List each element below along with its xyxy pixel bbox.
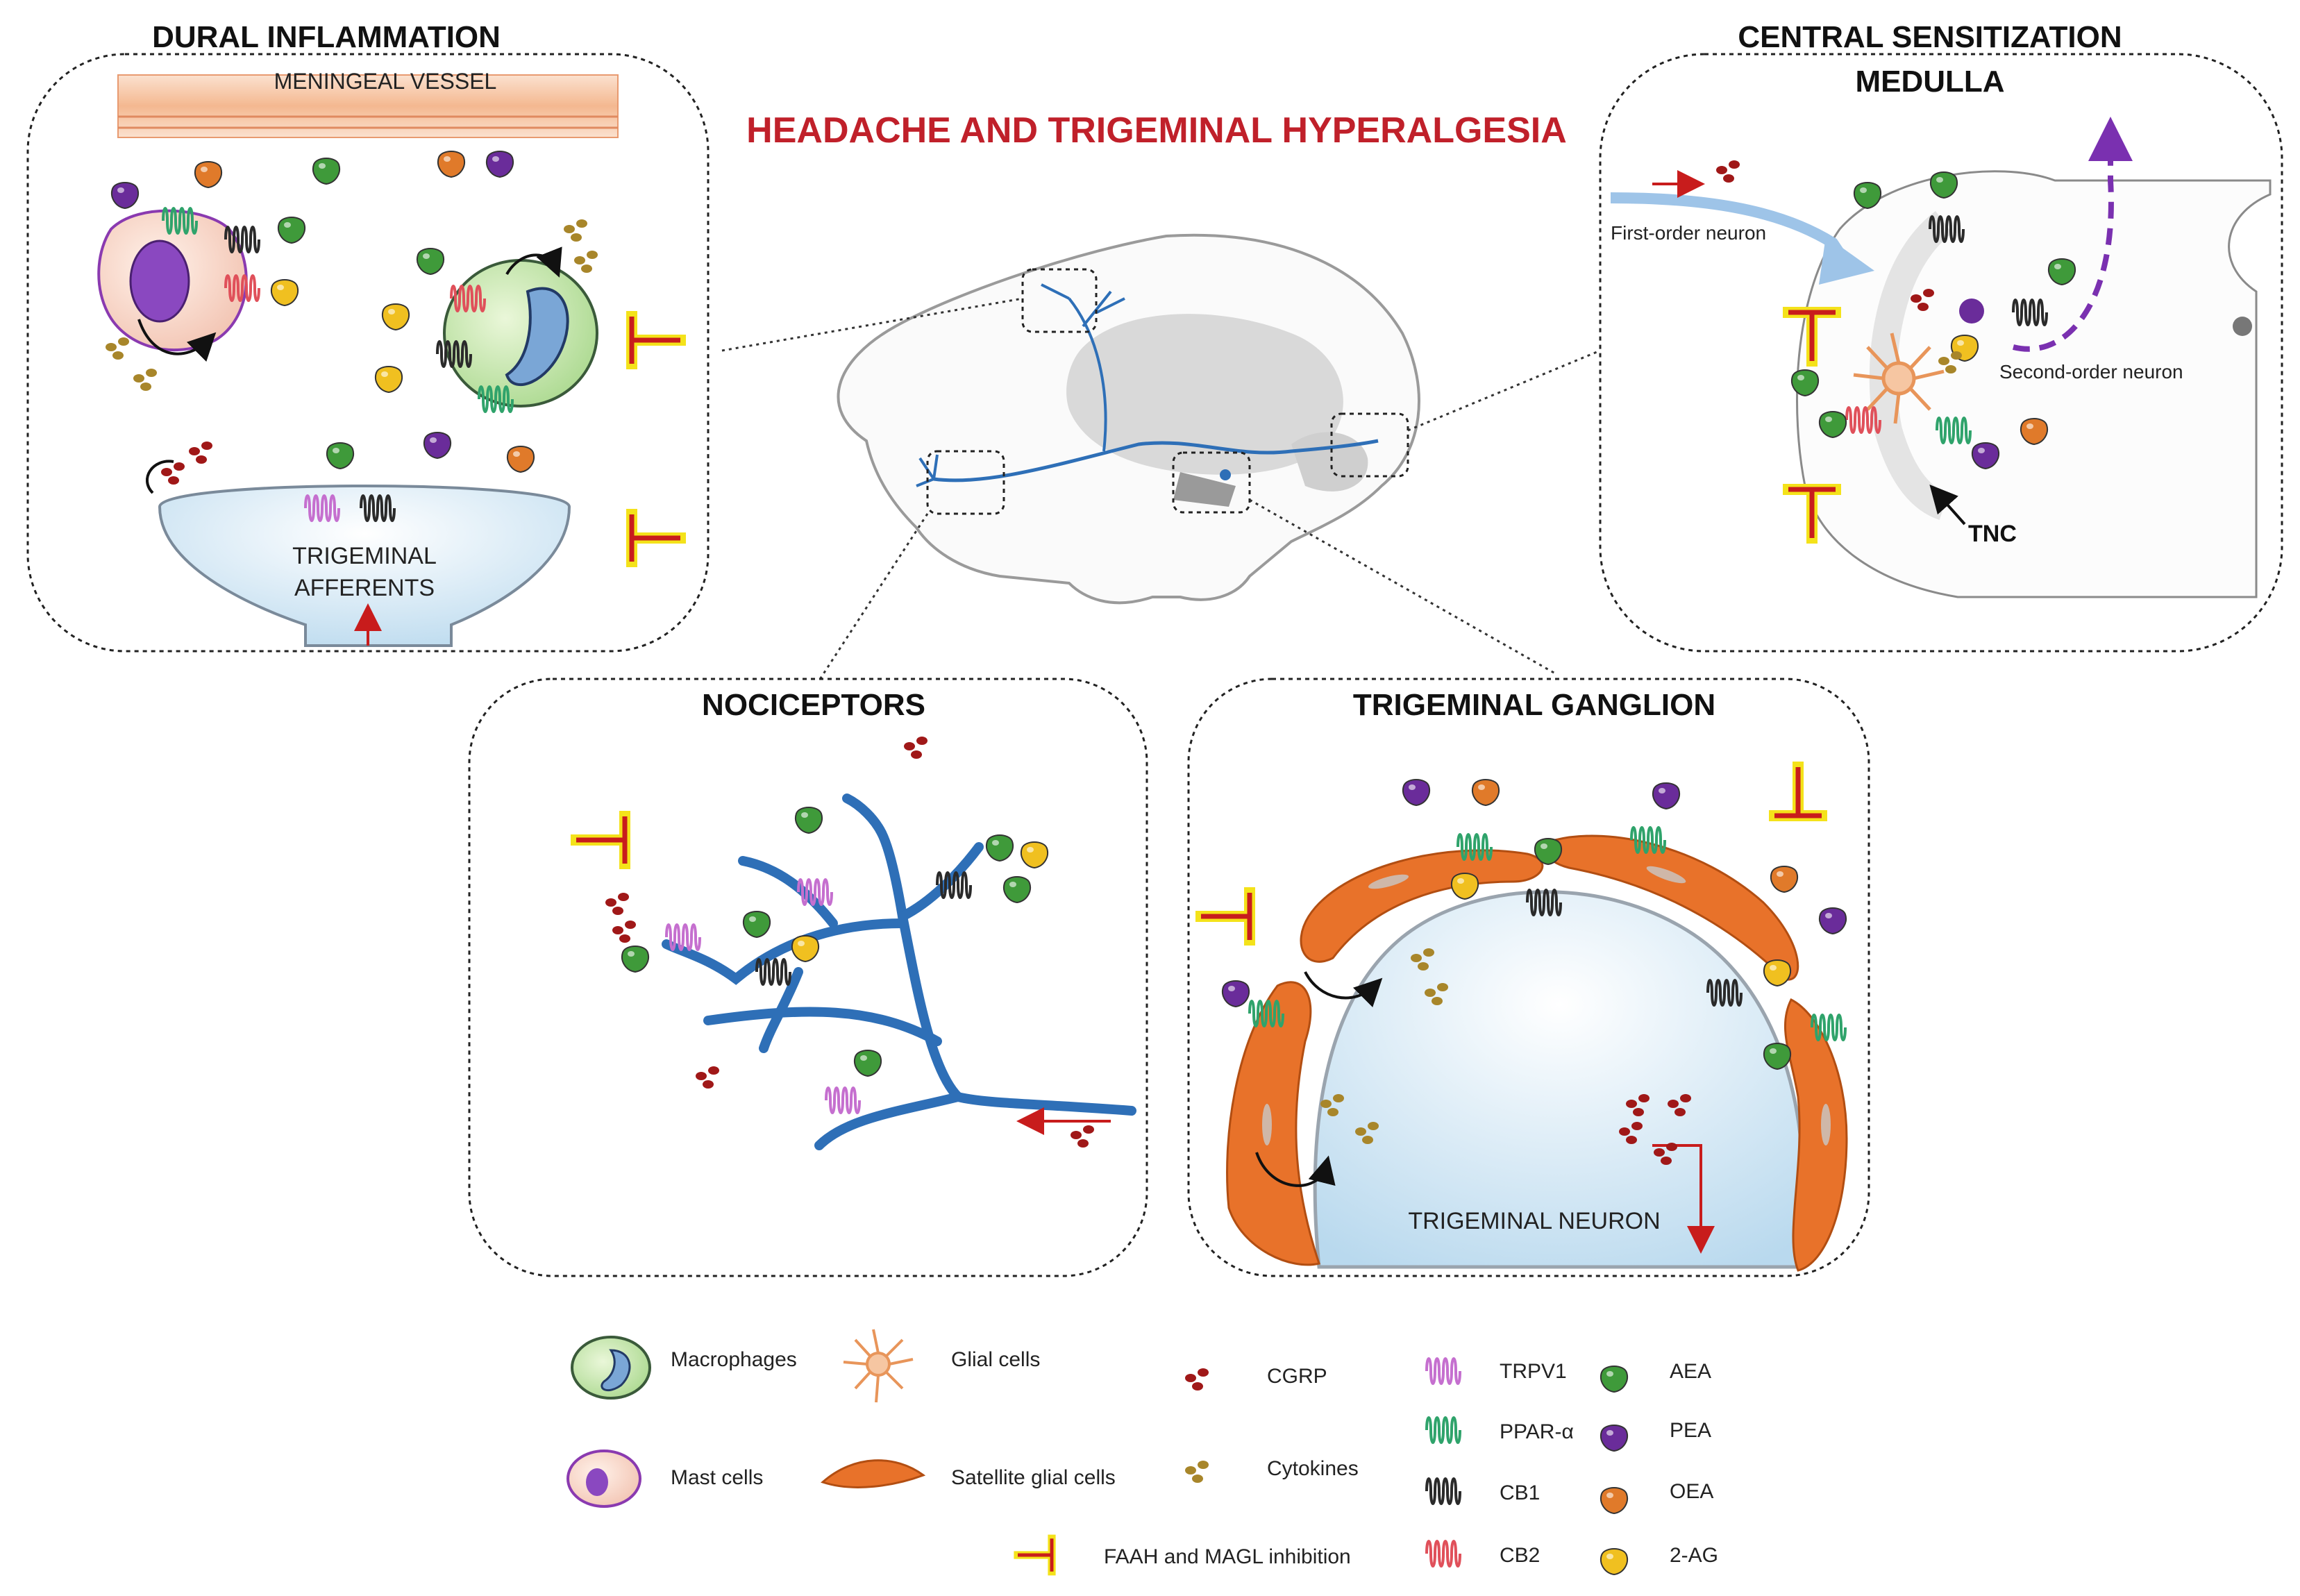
- zoom-box-medulla: [1330, 412, 1409, 478]
- vessel-label: MENINGEAL VESSEL: [274, 69, 497, 94]
- legend-cb2: CB2: [1425, 1540, 1540, 1568]
- svg-text:Satellite glial cells: Satellite glial cells: [951, 1466, 1116, 1489]
- trigeminal-afferents: TRIGEMINAL AFFERENTS: [158, 485, 571, 647]
- legend-2ag: 2-AG: [1600, 1544, 1718, 1575]
- svg-text:OEA: OEA: [1670, 1480, 1713, 1503]
- panel-title-nociceptors: NOCICEPTORS: [702, 688, 925, 722]
- svg-text:TRPV1: TRPV1: [1500, 1360, 1567, 1383]
- legend-trpv1: TRPV1: [1425, 1357, 1567, 1385]
- satellite-glial-cells: [1226, 834, 1848, 1272]
- svg-text:Macrophages: Macrophages: [671, 1348, 797, 1371]
- svg-text:PEA: PEA: [1670, 1419, 1711, 1442]
- legend-ppar: PPAR-α: [1425, 1416, 1574, 1444]
- panel-title-central-1: CENTRAL SENSITIZATION: [1738, 20, 2122, 54]
- svg-text:CB1: CB1: [1500, 1481, 1540, 1504]
- legend-macrophages: Macrophages: [571, 1336, 797, 1400]
- legend-oea: OEA: [1600, 1480, 1713, 1514]
- nociceptor-terminal: [662, 793, 1136, 1150]
- svg-text:AEA: AEA: [1670, 1360, 1711, 1383]
- glial-cell: [1853, 333, 1945, 424]
- panel-title-dural: DURAL INFLAMMATION: [152, 20, 501, 54]
- svg-text:Cytokines: Cytokines: [1267, 1457, 1359, 1480]
- trigeminal-neuron-label: TRIGEMINAL NEURON: [1408, 1208, 1660, 1234]
- panel-central-sensitization: CENTRAL SENSITIZATION MEDULLA First-orde…: [1599, 20, 2283, 653]
- legend-mast-cells: Mast cells: [566, 1450, 763, 1508]
- legend-inhibition: FAAH and MAGL inhibition: [1018, 1538, 1351, 1572]
- svg-text:FAAH and MAGL inhibition: FAAH and MAGL inhibition: [1104, 1545, 1351, 1568]
- connector-lines: [721, 297, 1601, 681]
- first-order-neuron: [1610, 192, 1852, 267]
- afferents-label-1: TRIGEMINAL: [292, 543, 437, 569]
- tnc-label: TNC: [1968, 521, 2017, 547]
- legend-aea: AEA: [1600, 1360, 1711, 1393]
- second-order-label: Second-order neuron: [1999, 361, 2183, 383]
- first-order-label: First-order neuron: [1611, 222, 1766, 244]
- legend-glial-cells: [843, 1329, 914, 1403]
- panel-title-central-2: MEDULLA: [1855, 65, 2004, 99]
- svg-text:CGRP: CGRP: [1267, 1365, 1327, 1388]
- legend-cb1: CB1: [1425, 1477, 1540, 1505]
- legend-satellite-glial-cells: Satellite glial cells: [821, 1459, 1116, 1489]
- afferents-label-2: AFFERENTS: [294, 575, 435, 601]
- mast-cell: [97, 207, 260, 351]
- legend-pea: PEA: [1600, 1419, 1711, 1452]
- second-order-neuron-body: [1959, 299, 1984, 324]
- second-order-pathway: [2013, 117, 2133, 352]
- zoom-box-nociceptors: [926, 450, 1005, 515]
- svg-text:Mast cells: Mast cells: [671, 1466, 763, 1489]
- svg-text:2-AG: 2-AG: [1670, 1544, 1718, 1567]
- svg-text:PPAR-α: PPAR-α: [1500, 1420, 1574, 1443]
- macrophage: [436, 259, 598, 413]
- legend-cgrp: CGRP: [1185, 1365, 1327, 1391]
- panel-title-ganglion: TRIGEMINAL GANGLION: [1353, 688, 1715, 722]
- panel-trigeminal-ganglion: TRIGEMINAL GANGLION TRIGEMINAL NEURON: [1187, 678, 1870, 1277]
- main-title: HEADACHE AND TRIGEMINAL HYPERALGESIA: [746, 110, 1567, 151]
- legend-glial-cells-label: Glial cells: [951, 1348, 1040, 1371]
- panel-nociceptors: NOCICEPTORS: [468, 678, 1148, 1277]
- zoom-box-dura: [1021, 268, 1098, 333]
- legend: Macrophages Mast cells Glial cells Satel…: [566, 1329, 1718, 1575]
- zoom-box-ganglion: [1172, 451, 1251, 514]
- legend-cytokines: Cytokines: [1185, 1457, 1359, 1483]
- head-illustration: [837, 233, 1420, 605]
- panel-dural-inflammation: DURAL INFLAMMATION MENINGEAL VESSEL TRIG…: [26, 20, 710, 653]
- svg-text:CB2: CB2: [1500, 1544, 1540, 1567]
